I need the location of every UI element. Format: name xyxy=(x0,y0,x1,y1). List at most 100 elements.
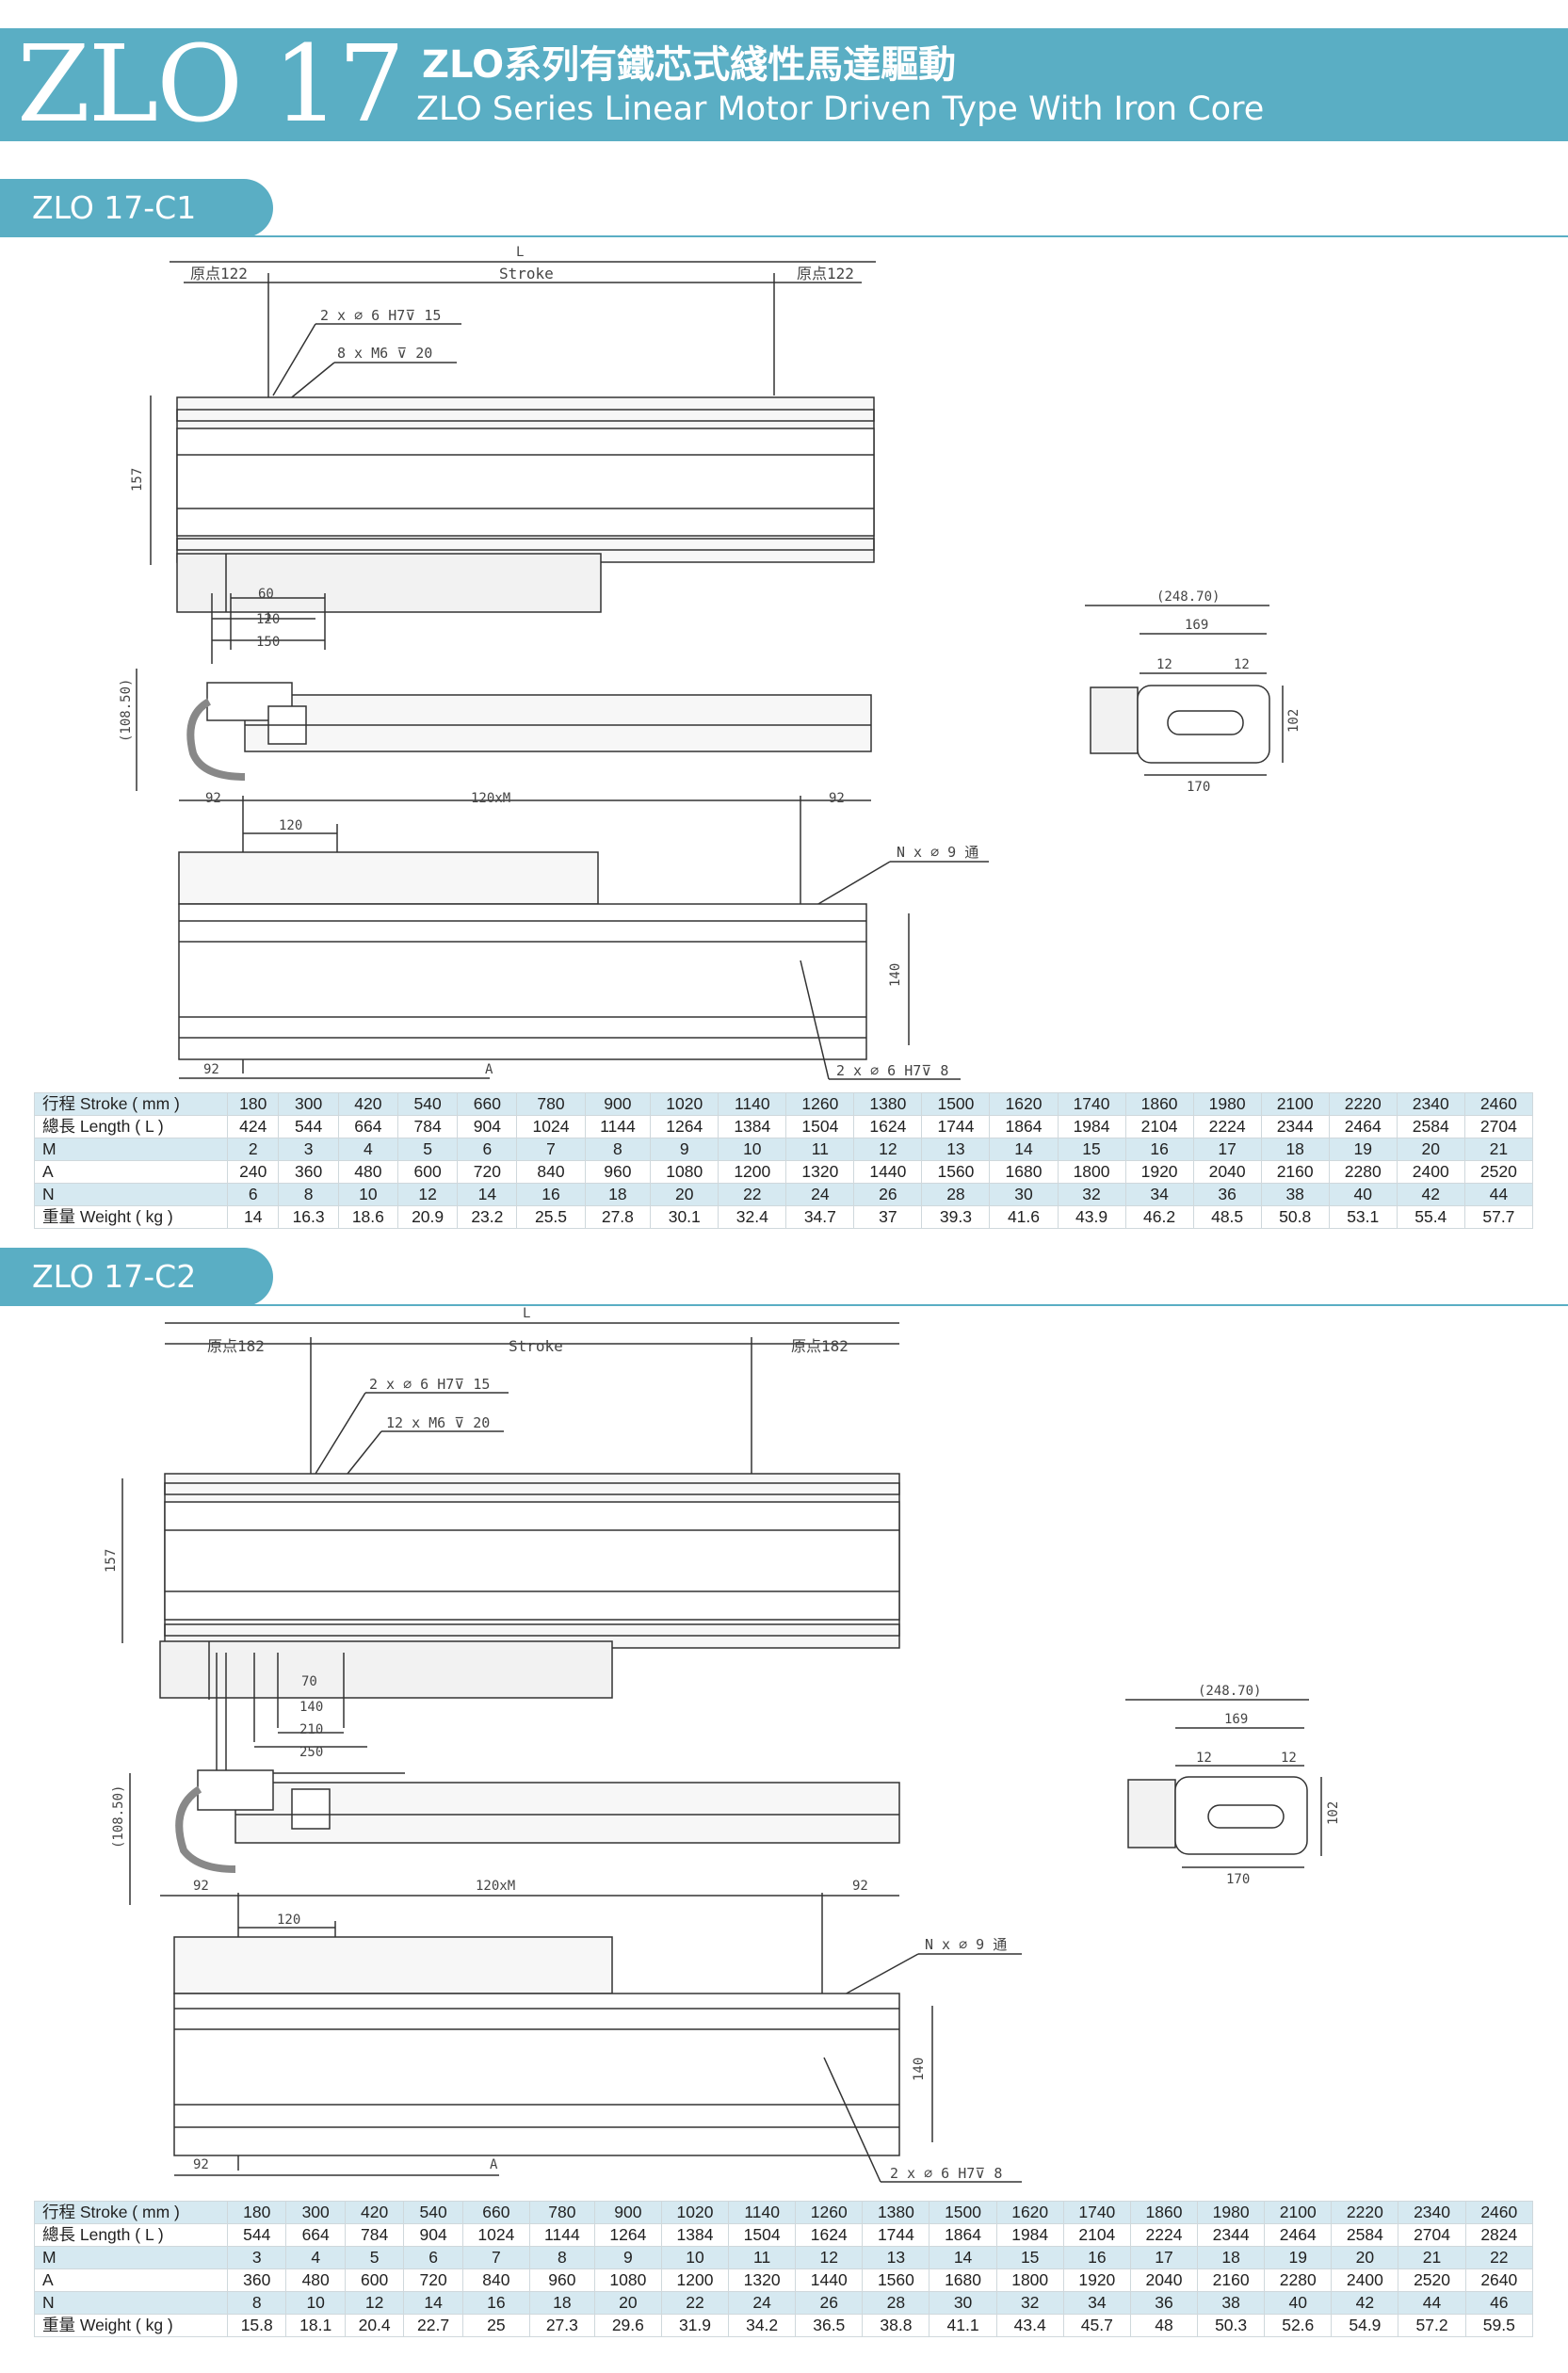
table-cell: 20 xyxy=(650,1183,719,1206)
table-cell: 8 xyxy=(528,2246,595,2269)
table-cell: 2584 xyxy=(1331,2223,1399,2247)
table-cell: 2100 xyxy=(1264,2201,1333,2224)
table-cell: 1500 xyxy=(929,2201,997,2224)
table-cell: 45.7 xyxy=(1062,2314,1131,2337)
table-cell: 1620 xyxy=(989,1092,1059,1116)
row-label: A xyxy=(34,1160,228,1184)
table-cell: 1384 xyxy=(718,1115,787,1138)
table-cell: 57.7 xyxy=(1463,1205,1534,1229)
table-cell: 11 xyxy=(785,1138,855,1161)
table-cell: 480 xyxy=(337,1160,398,1184)
table-cell: 3 xyxy=(278,1138,339,1161)
table-cell: 18 xyxy=(584,1183,652,1206)
table-cell: 540 xyxy=(403,2201,463,2224)
table-cell: 15.8 xyxy=(226,2314,287,2337)
table-cell: 1200 xyxy=(660,2268,730,2292)
table-cell: 12 xyxy=(795,2246,864,2269)
note-pin-hole-2: 2 x ∅ 6 H7⊽ 8 xyxy=(836,1062,948,1079)
table-cell: 2400 xyxy=(1331,2268,1399,2292)
section-tab-c2: ZLO 17-C2 xyxy=(0,1248,273,1306)
table-cell: 1020 xyxy=(650,1092,719,1116)
table-cell: 2704 xyxy=(1463,1115,1534,1138)
section-title-c1: ZLO 17-C1 xyxy=(32,189,197,226)
end-dim-12-left: 12 xyxy=(1156,657,1172,672)
row-label: 總長 Length ( L ) xyxy=(34,2223,228,2247)
table-cell: 24 xyxy=(728,2291,797,2315)
section-tab-c1: ZLO 17-C1 xyxy=(0,179,273,237)
table-cell: 41.6 xyxy=(989,1205,1059,1229)
table-cell: 34 xyxy=(1124,1183,1194,1206)
dim-120-pitch: 120 xyxy=(279,818,302,833)
table-cell: 34 xyxy=(1062,2291,1131,2315)
row-label: 重量 Weight ( kg ) xyxy=(34,2314,228,2337)
table-cell: 2584 xyxy=(1396,1115,1465,1138)
table-cell: 1140 xyxy=(728,2201,797,2224)
table-cell: 1740 xyxy=(1057,1092,1126,1116)
table-cell: 8 xyxy=(584,1138,652,1161)
table-cell: 10 xyxy=(285,2291,346,2315)
table-cell: 34.7 xyxy=(785,1205,855,1229)
table-cell: 1320 xyxy=(728,2268,797,2292)
table-cell: 1864 xyxy=(929,2223,997,2247)
table-cell: 42 xyxy=(1331,2291,1399,2315)
table-cell: 10 xyxy=(660,2246,730,2269)
table-cell: 1860 xyxy=(1124,1092,1194,1116)
note-thru-hole: N x ∅ 9 通 xyxy=(897,844,978,861)
table-cell: 904 xyxy=(457,1115,518,1138)
dim-70: 70 xyxy=(301,1674,317,1689)
table-cell: 1624 xyxy=(853,1115,923,1138)
table-cell: 1560 xyxy=(921,1160,991,1184)
dim-140: 140 xyxy=(888,963,903,987)
table-cell: 26 xyxy=(853,1183,923,1206)
table-cell: 1680 xyxy=(929,2268,997,2292)
section-title-c2: ZLO 17-C2 xyxy=(32,1258,197,1295)
table-cell: 1740 xyxy=(1062,2201,1131,2224)
table-cell: 2160 xyxy=(1197,2268,1266,2292)
table-cell: 26 xyxy=(795,2291,864,2315)
dim-250: 250 xyxy=(299,1745,323,1760)
table-cell: 21 xyxy=(1398,2246,1466,2269)
table-cell: 4 xyxy=(337,1138,398,1161)
table-cell: 904 xyxy=(403,2223,463,2247)
table-cell: 20.9 xyxy=(396,1205,459,1229)
table-cell: 2464 xyxy=(1328,1115,1398,1138)
table-cell: 38 xyxy=(1197,2291,1266,2315)
table-cell: 16 xyxy=(1062,2246,1131,2269)
dim-A-c2: A xyxy=(490,2157,498,2172)
dim-157: 157 xyxy=(130,468,145,492)
drawing-c1: L 原点122 Stroke 原点122 2 x ∅ 6 H7⊽ 15 8 x … xyxy=(119,245,1301,1080)
series-title-en: ZLO Series Linear Motor Driven Type With… xyxy=(416,90,1265,128)
table-cell: 3 xyxy=(226,2246,287,2269)
table-cell: 1800 xyxy=(995,2268,1064,2292)
end-dim-169: 169 xyxy=(1185,618,1208,633)
dim-stroke-2: Stroke xyxy=(509,1337,563,1355)
table-cell: 22 xyxy=(1464,2246,1534,2269)
table-cell: 18 xyxy=(1260,1138,1330,1161)
end-dim-12-left-c2: 12 xyxy=(1196,1751,1212,1766)
dim-A: A xyxy=(485,1062,493,1077)
table-cell: 1440 xyxy=(795,2268,864,2292)
table-cell: 300 xyxy=(285,2201,346,2224)
table-cell: 14 xyxy=(403,2291,463,2315)
row-label: 重量 Weight ( kg ) xyxy=(34,1205,228,1229)
table-cell: 15 xyxy=(995,2246,1064,2269)
table-cell: 2344 xyxy=(1260,1115,1330,1138)
dim-origin-left: 原点122 xyxy=(190,265,248,282)
table-cell: 32.4 xyxy=(718,1205,787,1229)
table-cell: 6 xyxy=(226,1183,280,1206)
table-cell: 41.1 xyxy=(929,2314,997,2337)
table-cell: 32 xyxy=(1057,1183,1126,1206)
table-cell: 720 xyxy=(403,2268,463,2292)
table-cell: 1024 xyxy=(516,1115,586,1138)
table-cell: 32 xyxy=(995,2291,1064,2315)
table-cell: 28 xyxy=(862,2291,930,2315)
end-dim-102-c2: 102 xyxy=(1326,1801,1341,1825)
table-cell: 1320 xyxy=(785,1160,855,1184)
table-cell: 544 xyxy=(278,1115,339,1138)
table-cell: 22 xyxy=(718,1183,787,1206)
table-cell: 1260 xyxy=(785,1092,855,1116)
table-cell: 10 xyxy=(337,1183,398,1206)
